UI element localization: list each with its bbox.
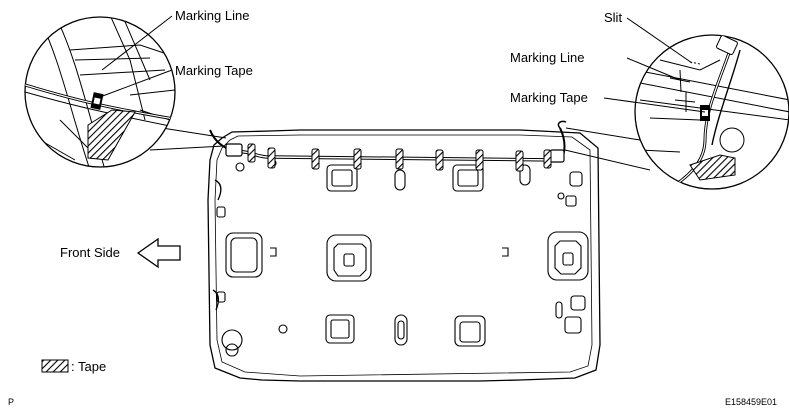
rear-opening-right [547, 231, 589, 281]
clip-hole-2 [452, 164, 484, 192]
wire-harness [209, 120, 567, 163]
marking-line-label-right: Marking Line [510, 50, 585, 65]
bottom-hole-2 [454, 315, 486, 347]
slit-label: Slit [604, 10, 623, 25]
clip-mark-left [270, 247, 277, 257]
marking-tape-label-right: Marking Tape [510, 90, 588, 105]
tape-wraps [247, 143, 552, 172]
tape-legend-label: : Tape [71, 359, 107, 374]
right-detail-circle [634, 34, 789, 190]
clip-mark-right [502, 247, 509, 257]
headliner-features [216, 159, 589, 357]
headliner-panel [207, 129, 601, 382]
corner-p-label: P [8, 397, 15, 407]
front-grab-handle-hole [221, 329, 243, 351]
left-connector [225, 143, 243, 157]
center-opening [326, 234, 372, 282]
marking-line-label-left: Marking Line [175, 8, 250, 23]
hatched-tape-icon [41, 359, 69, 373]
clip-hole-1 [326, 164, 358, 192]
bottom-slot [394, 314, 408, 346]
front-side-label: Front Side [60, 245, 120, 260]
right-connector [549, 149, 565, 163]
marking-tape-label-left: Marking Tape [175, 63, 253, 78]
detail-callout-lines [149, 127, 651, 171]
front-opening-left [225, 232, 263, 278]
figure-code-label: E158459E01 [725, 397, 778, 407]
front-arrow-icon [136, 237, 181, 269]
left-detail-circle [24, 16, 176, 168]
bottom-hole-1 [325, 314, 355, 344]
left-leaders [99, 15, 173, 98]
right-leaders [603, 17, 706, 113]
